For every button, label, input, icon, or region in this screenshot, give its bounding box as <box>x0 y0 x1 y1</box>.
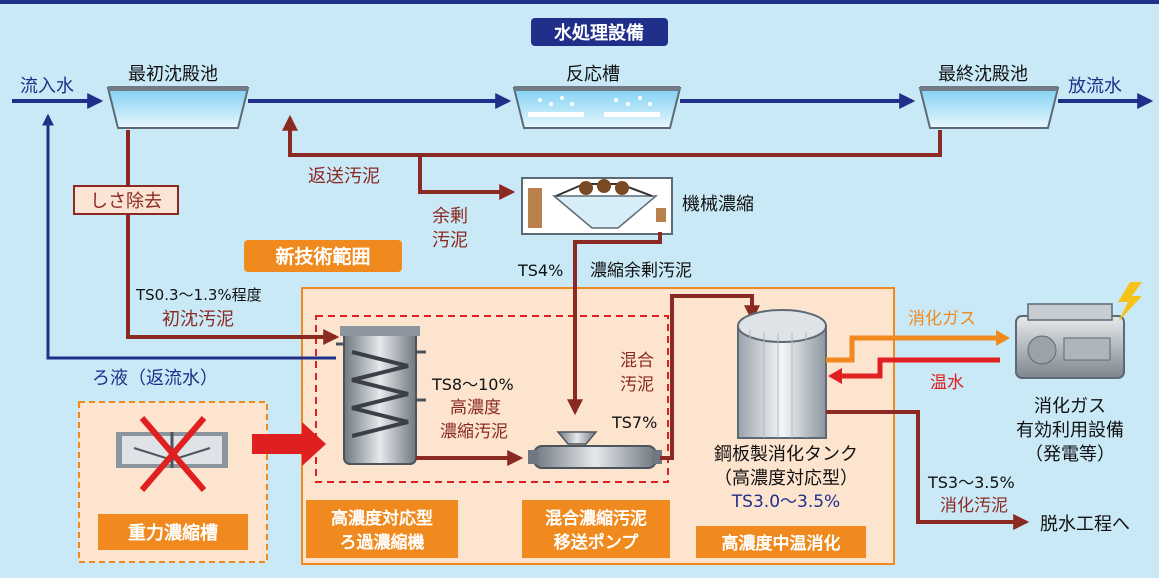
mechanical-thickener <box>521 177 673 235</box>
facility-label-2: 有効利用設備 <box>1016 420 1124 441</box>
filtrate-return-line <box>42 113 336 360</box>
digester-label: 鋼板製消化タンク <box>714 444 858 465</box>
mechanical-thickening-label: 機械濃縮 <box>682 194 754 215</box>
primary-tank-label: 最初沈殿池 <box>128 64 218 85</box>
primary-tank <box>106 86 250 129</box>
screening-box <box>73 185 179 215</box>
discharge-label: 放流水 <box>1068 76 1122 97</box>
hot-water-label: 温水 <box>930 373 964 393</box>
digestion-box <box>696 526 866 558</box>
title-badge <box>531 18 668 46</box>
digestion-gas-line <box>826 335 996 363</box>
replacement-arrow <box>252 422 326 466</box>
excess-sludge-label-1: 余剰 <box>432 206 468 227</box>
return-sludge-label: 返送汚泥 <box>308 166 380 187</box>
page-title: 水処理設備 <box>554 22 644 44</box>
ts7-label: TS7% <box>611 413 657 432</box>
filtrate-label: ろ液（返流水） <box>92 368 218 389</box>
screening-label: しさ除去 <box>90 191 162 212</box>
red-dashed-scope <box>315 315 669 483</box>
mixed-sludge-label-2: 汚泥 <box>620 375 654 395</box>
thickened-sludge-label: 濃縮汚泥 <box>440 422 508 442</box>
high-conc-label: 高濃度 <box>450 398 501 418</box>
filter-box-label-1: 高濃度対応型 <box>331 508 433 529</box>
reactor-tank <box>512 86 682 129</box>
lightning-icon <box>1118 282 1142 322</box>
filter-thickener <box>336 326 426 465</box>
facility-label-1: 消化ガス <box>1034 396 1106 417</box>
facility-label-3: （発電等） <box>1025 444 1115 465</box>
gravity-label: 重力濃縮槽 <box>128 522 218 544</box>
excess-sludge-label-2: 汚泥 <box>432 230 468 251</box>
filter-box-label-2: ろ過濃縮機 <box>340 532 425 553</box>
excess-sludge-line <box>418 155 516 200</box>
ts4-label: TS4% <box>517 261 563 280</box>
primary-ts-label: TS0.3～1.3%程度 <box>135 286 262 304</box>
digester-type-label: （高濃度対応型） <box>714 468 858 489</box>
new-tech-label: 新技術範囲 <box>275 245 370 268</box>
hot-water-line <box>840 357 1000 379</box>
top-border <box>0 0 1159 4</box>
pump-box-label-1: 混合濃縮汚泥 <box>545 508 647 529</box>
final-tank <box>918 86 1060 129</box>
gas-arrowhead <box>996 330 1010 346</box>
return-sludge-line <box>282 114 942 157</box>
pump-box-label-2: 移送ポンプ <box>554 532 639 553</box>
pump-box <box>522 500 670 558</box>
mixed-sludge-line <box>660 294 760 460</box>
mixed-sludge-label-1: 混合 <box>620 351 654 371</box>
primary-sludge-label: 初沈汚泥 <box>162 309 234 330</box>
reactor-label: 反応槽 <box>566 64 620 85</box>
digested-sludge-label: 消化汚泥 <box>940 496 1008 516</box>
thickened-excess-label: 濃縮余剰汚泥 <box>590 261 692 281</box>
digested-sludge-line <box>826 410 1030 530</box>
final-tank-label: 最終沈殿池 <box>938 64 1028 85</box>
digester-tank <box>737 309 827 439</box>
digester-ts-label: TS3.0～3.5% <box>731 492 840 512</box>
thickened-sludge-line <box>567 232 662 416</box>
digestion-box-label: 高濃度中温消化 <box>722 533 841 554</box>
transfer-pump <box>528 431 662 469</box>
new-tech-badge <box>244 240 402 272</box>
gravity-box <box>98 514 248 550</box>
hot-water-arrowhead <box>828 368 842 384</box>
dewatering-label: 脱水工程へ <box>1040 514 1130 535</box>
output-ts-label: TS3～3.5% <box>927 473 1015 492</box>
filter-box <box>306 500 458 558</box>
inflow-label: 流入水 <box>20 76 74 97</box>
cross-out-icon <box>139 416 207 492</box>
ts8-label: TS8～10% <box>431 375 514 394</box>
generator <box>1015 282 1142 379</box>
digestion-gas-label: 消化ガス <box>908 309 976 329</box>
